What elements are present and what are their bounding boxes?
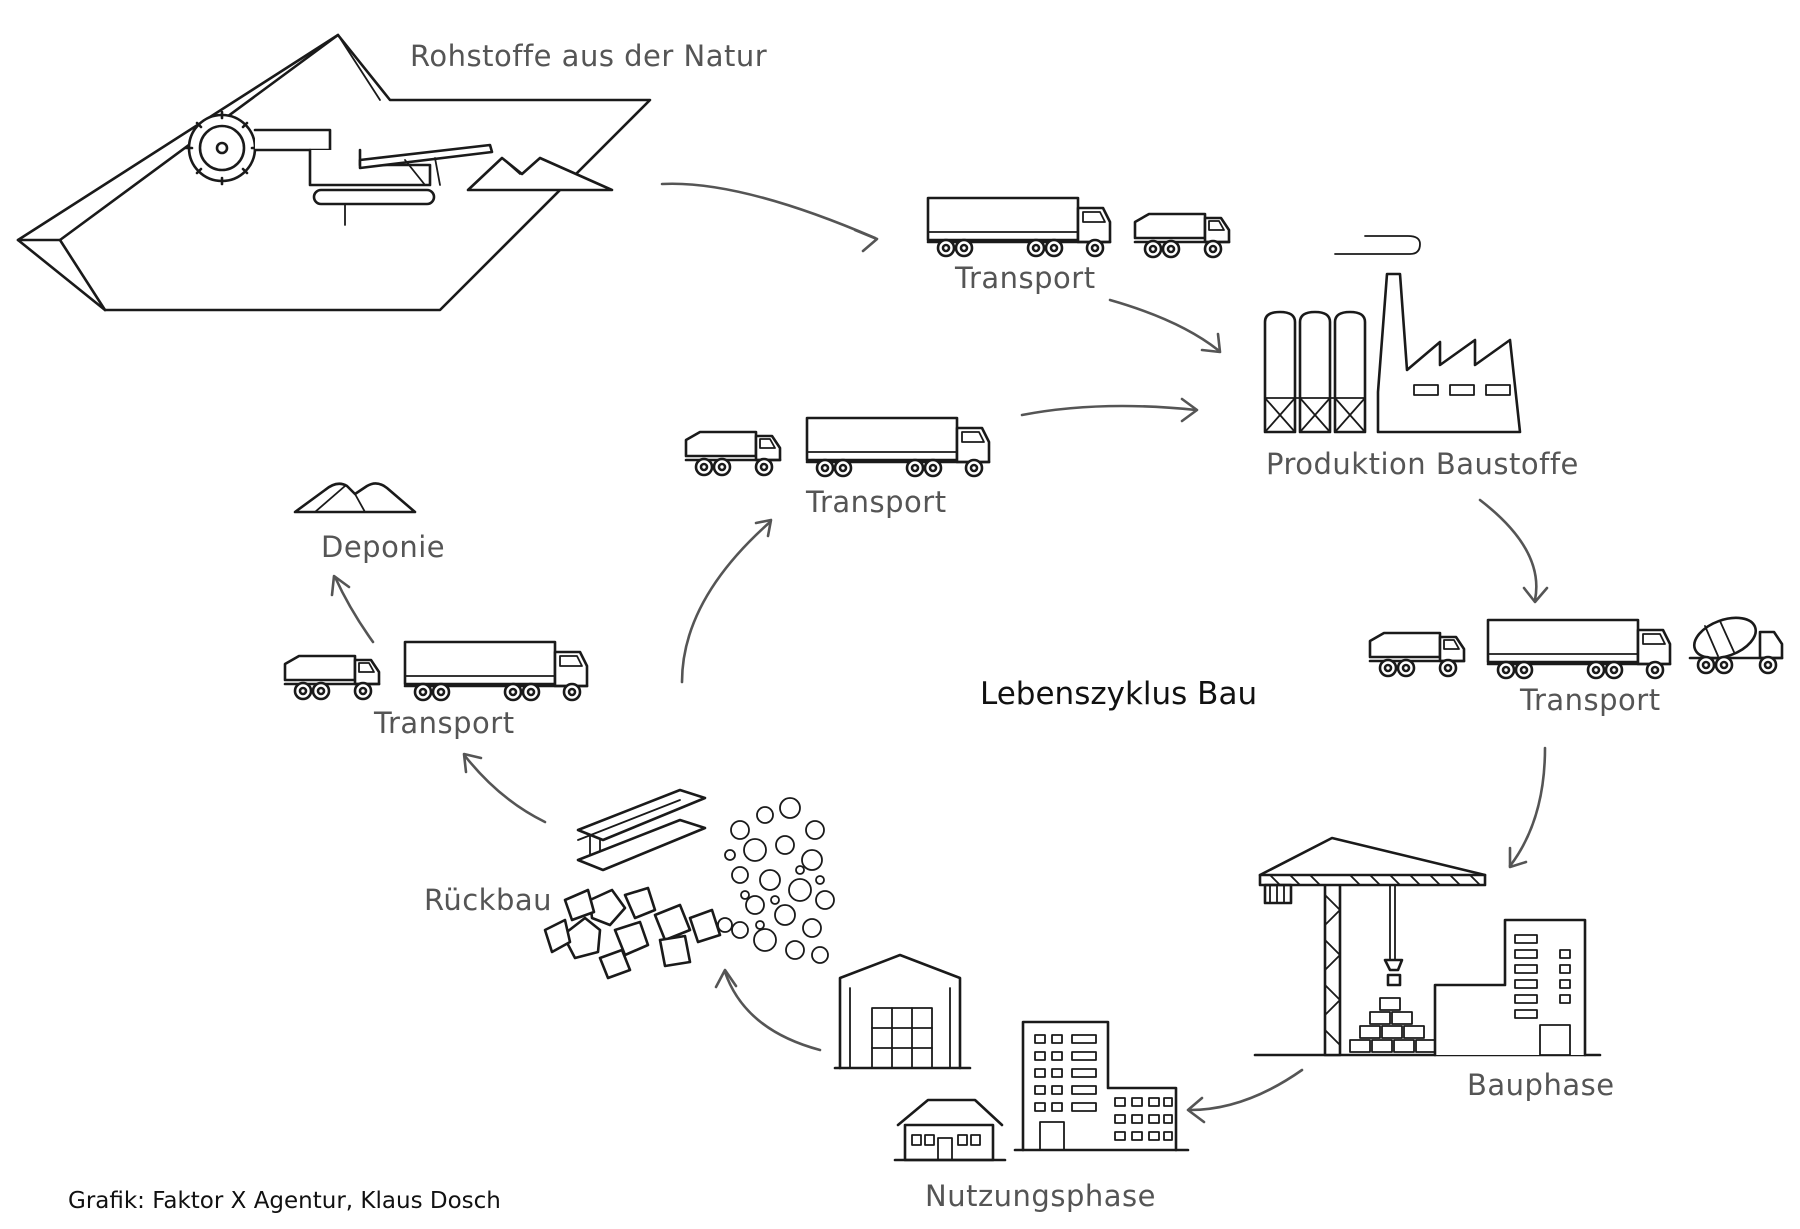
produktion-stage: Produktion Baustoffe [1263, 235, 1579, 481]
bauphase-label: Bauphase [1467, 1068, 1615, 1102]
deponie-stage: Deponie [293, 482, 445, 564]
trailer-truck-icon [926, 196, 1112, 258]
factory-icon [1263, 235, 1522, 434]
credit-text: Grafik: Faktor X Agentur, Klaus Dosch [68, 1188, 501, 1214]
brick-stack-icon [1349, 997, 1437, 1053]
rohstoffe-label: Rohstoffe aus der Natur [410, 39, 767, 73]
deponie-label: Deponie [321, 530, 445, 564]
mixer-truck-icon [1687, 608, 1784, 675]
dump-truck-icon [1133, 212, 1231, 259]
nutzungsphase-stage: Nutzungsphase [833, 953, 1190, 1213]
bucket-wheel-excavator-icon [16, 33, 652, 312]
transport-center-stage: Transport [684, 416, 991, 519]
rohstoffe-stage: Rohstoffe aus der Natur [16, 33, 767, 312]
bauphase-stage: Bauphase [1253, 836, 1615, 1102]
diagram-title: Lebenszyklus Bau [980, 676, 1257, 712]
produktion-label: Produktion Baustoffe [1266, 447, 1579, 481]
dump-truck-icon [283, 654, 381, 701]
transport-top-label: Transport [954, 261, 1096, 295]
transport-center-label: Transport [805, 485, 947, 519]
transport-right-stage: Transport [1368, 608, 1784, 717]
trailer-truck-icon [805, 416, 991, 478]
transport-left-label: Transport [373, 706, 515, 740]
rubble-icon [543, 788, 835, 980]
dump-truck-icon [684, 430, 782, 477]
buildings-icon [833, 953, 1190, 1162]
transport-left-stage: Transport [283, 640, 589, 740]
crane-icon [1253, 836, 1602, 1057]
transport-top-stage: Transport [926, 196, 1231, 295]
transport-right-label: Transport [1519, 683, 1661, 717]
trailer-truck-icon [1486, 618, 1672, 680]
rueckbau-stage: Rückbau [424, 788, 835, 980]
flow-arrows [330, 182, 1549, 1124]
dump-truck-icon [1368, 631, 1466, 678]
trailer-truck-icon [403, 640, 589, 702]
nutzungsphase-label: Nutzungsphase [925, 1179, 1156, 1213]
pile-icon [293, 482, 417, 514]
rueckbau-label: Rückbau [424, 883, 552, 917]
